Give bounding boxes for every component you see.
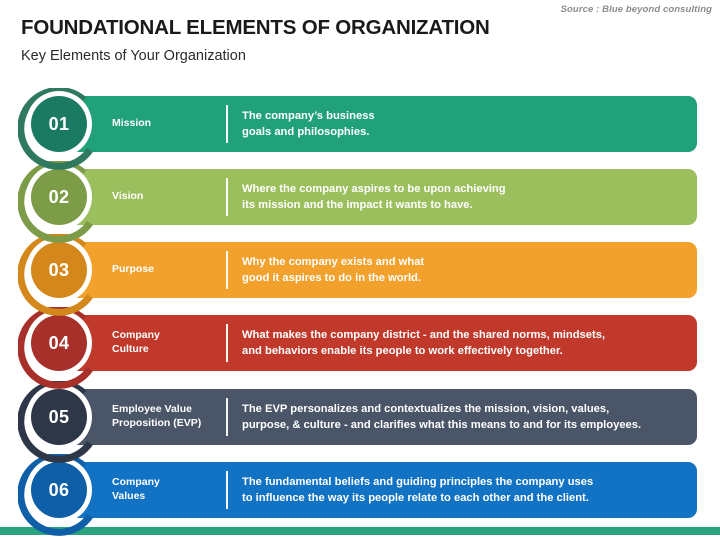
- element-row[interactable]: 01 Mission The company’s business goals and…: [0, 88, 720, 170]
- element-label-line2: Values: [112, 490, 146, 502]
- label-description-divider: [226, 471, 228, 509]
- element-bar[interactable]: [52, 169, 697, 225]
- element-label: Mission: [112, 96, 220, 152]
- element-label-line1: Purpose: [112, 263, 155, 276]
- element-label: Purpose: [112, 242, 220, 298]
- label-description-divider: [226, 178, 228, 216]
- element-description-line1: What makes the company district - and th…: [242, 328, 606, 341]
- page-title: FOUNDATIONAL ELEMENTS OF ORGANIZATION: [21, 16, 490, 39]
- label-description-divider: [226, 324, 228, 362]
- element-bar[interactable]: [52, 389, 697, 445]
- number-badge[interactable]: 04: [31, 315, 87, 371]
- page-subtitle: Key Elements of Your Organization: [21, 48, 246, 64]
- element-description-line2: good it aspires to do in the world.: [242, 272, 421, 284]
- element-row[interactable]: 02 Vision Where the company aspires to be …: [0, 161, 720, 243]
- element-description-line2: to influence the way its people relate t…: [242, 492, 589, 504]
- element-bar[interactable]: [52, 462, 697, 518]
- element-bar[interactable]: [52, 242, 697, 298]
- element-description: The fundamental beliefs and guiding prin…: [242, 462, 692, 518]
- number-badge-label: 01: [48, 114, 70, 134]
- element-description-line1: The EVP personalizes and contextualizes …: [242, 402, 610, 415]
- element-description-line1: Where the company aspires to be upon ach…: [242, 182, 506, 195]
- label-description-divider: [226, 105, 228, 143]
- label-description-divider: [226, 251, 228, 289]
- element-bar[interactable]: [52, 315, 697, 371]
- element-label-line1: Vision: [112, 190, 144, 203]
- number-badge[interactable]: 05: [31, 389, 87, 445]
- element-label-line1: Mission: [112, 117, 152, 130]
- element-description: Where the company aspires to be upon ach…: [242, 169, 692, 225]
- element-label-line1: Employee Value: [112, 403, 192, 416]
- number-badge-label: 04: [48, 333, 70, 353]
- element-description-line1: The fundamental beliefs and guiding prin…: [242, 475, 594, 488]
- number-badge-label: 02: [48, 187, 70, 207]
- number-badge[interactable]: 06: [31, 462, 87, 518]
- element-row[interactable]: 03 Purpose Why the company exists and what…: [0, 234, 720, 316]
- element-description-line1: The company’s business: [242, 109, 375, 122]
- element-label: Vision: [112, 169, 220, 225]
- element-description-line2: goals and philosophies.: [242, 126, 370, 138]
- element-description: Why the company exists and what good it a…: [242, 242, 692, 298]
- label-description-divider: [226, 398, 228, 436]
- number-badge[interactable]: 02: [31, 169, 87, 225]
- footer-accent-bar: [0, 527, 720, 535]
- element-description-line2: and behaviors enable its people to work …: [242, 345, 563, 357]
- element-description-line2: purpose, & culture - and clarifies what …: [242, 419, 642, 431]
- number-badge[interactable]: 03: [31, 242, 87, 298]
- element-bar[interactable]: [52, 96, 697, 152]
- number-badge[interactable]: 01: [31, 96, 87, 152]
- source-attribution: Source : Blue beyond consulting: [560, 4, 712, 15]
- number-badge-label: 06: [48, 480, 70, 500]
- element-description: The company’s business goals and philosop…: [242, 96, 692, 152]
- element-description: What makes the company district - and th…: [242, 315, 692, 371]
- element-description: The EVP personalizes and contextualizes …: [242, 389, 692, 445]
- element-label-line1: Company: [112, 329, 160, 342]
- element-label-line2: Culture: [112, 343, 149, 355]
- element-label-line1: Company: [112, 476, 160, 489]
- number-badge-label: 03: [48, 260, 70, 280]
- element-description-line2: its mission and the impact it wants to h…: [242, 199, 473, 211]
- element-label-line2: Proposition (EVP): [112, 417, 202, 429]
- number-badge-label: 05: [48, 407, 70, 427]
- element-description-line1: Why the company exists and what: [242, 255, 425, 268]
